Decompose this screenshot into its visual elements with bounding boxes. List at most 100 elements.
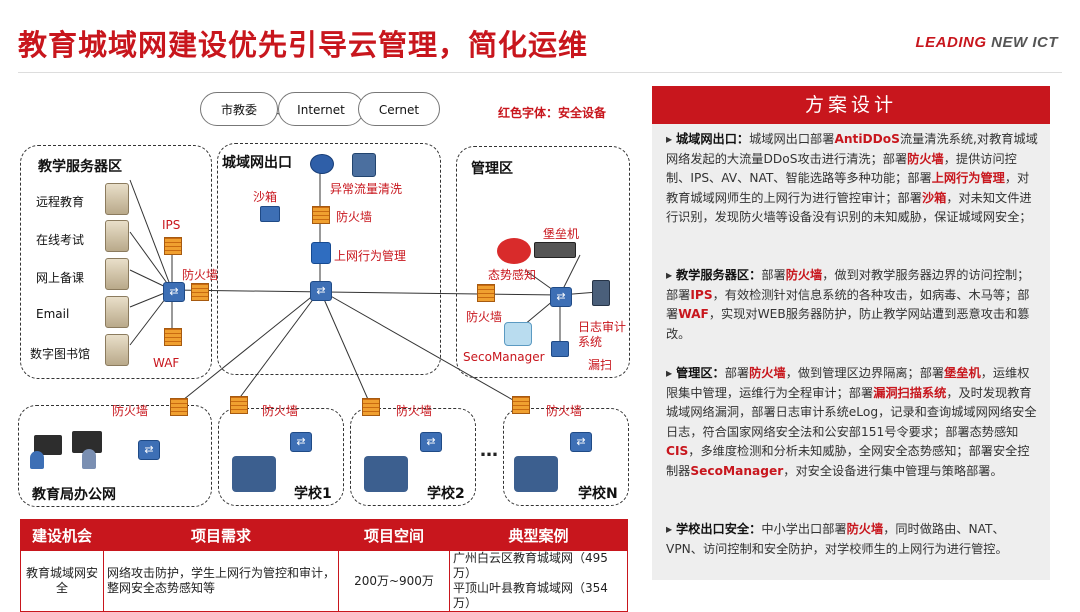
situation-awareness-label: 态势感知 bbox=[488, 268, 537, 282]
cloud-label: Internet bbox=[297, 103, 345, 117]
cloud-city-education: 市教委 bbox=[200, 92, 278, 126]
opportunity-table: 建设机会 项目需求 项目空间 典型案例 教育城域网安全 网络攻击防护，学生上网行… bbox=[20, 519, 628, 612]
zone-school-n bbox=[503, 408, 629, 506]
solution-panel bbox=[652, 86, 1050, 580]
zone-metro-exit bbox=[217, 143, 441, 375]
zone-office-network bbox=[18, 405, 212, 507]
seg: ，有效检测针对信息系统的各种攻击，如病毒、木马等；部署 bbox=[666, 287, 1030, 322]
seg: 防火墙 bbox=[749, 366, 786, 380]
office-users-icon bbox=[30, 425, 108, 471]
col-space: 项目空间 bbox=[338, 519, 450, 551]
case-line-1: 广州白云区教育城域网（495万） bbox=[453, 551, 608, 580]
schooln-firewall-label: 防火墙 bbox=[546, 404, 583, 418]
server-icon bbox=[105, 258, 129, 290]
log-audit-label-1: 日志审计 bbox=[578, 320, 627, 334]
behavior-mgmt-label: 上网行为管理 bbox=[334, 249, 407, 263]
bullet-icon: ▸ bbox=[666, 366, 676, 380]
cloud-cernet: Cernet bbox=[358, 92, 440, 126]
schooln-building-icon bbox=[514, 456, 558, 492]
header-divider bbox=[18, 72, 1062, 73]
vuln-scan-icon bbox=[551, 341, 569, 357]
bullet-icon: ▸ bbox=[666, 522, 676, 536]
seg: ，同时做路由、NAT、VPN、访问控制和安全防护，对学校师生的上网行为进行管控。 bbox=[666, 522, 1008, 556]
panel-item-school: ▸ 学校出口安全：中小学出口部署防火墙，同时做路由、NAT、VPN、访问控制和安… bbox=[666, 520, 1038, 559]
server-label: 网上备课 bbox=[36, 271, 85, 285]
zone-management bbox=[456, 146, 630, 378]
brand-part1: LEADING bbox=[915, 34, 987, 51]
case-line-2: 平顶山叶县教育城域网（354万） bbox=[453, 581, 608, 610]
server-label: 远程教育 bbox=[36, 195, 85, 209]
cell-need: 网络攻击防护，学生上网行为管控和审计，整网安全态势感知等 bbox=[103, 550, 339, 612]
zone-teaching-servers bbox=[20, 145, 212, 379]
seg: ，及时发现教育城域网络漏洞，部署日志审计系统eLog，记录和查询城域网网络安全日… bbox=[666, 385, 1037, 439]
page-title: 教育城域网建设优先引导云管理，简化运维 bbox=[18, 28, 589, 62]
brand-logo: LEADING NEW ICT bbox=[916, 34, 1059, 51]
seg: 堡垒机 bbox=[944, 366, 981, 380]
solution-panel-title: 方案设计 bbox=[652, 86, 1050, 124]
seg: 部署 bbox=[724, 366, 750, 380]
teaching-firewall-icon bbox=[191, 283, 209, 301]
cell-opportunity: 教育城域网安全 bbox=[20, 550, 104, 612]
seg: ，多维度检测和分析未知威胁，全网安全态势感知；部署安全控制器 bbox=[666, 444, 1030, 478]
zone-label-metro: 城域网出口 bbox=[222, 155, 292, 171]
school1-firewall-label: 防火墙 bbox=[262, 404, 299, 418]
panel-item-label: 城域网出口： bbox=[676, 132, 750, 146]
seg: ，做到对教学服务器边界的访问控制；部署 bbox=[666, 268, 1030, 302]
panel-item-management: ▸ 管理区：部署防火墙，做到管理区边界隔离；部署堡垒机，运维权限集中管理，运维行… bbox=[666, 364, 1038, 481]
zone-label-teaching: 教学服务器区 bbox=[38, 159, 122, 175]
cell-case: 广州白云区教育城域网（495万）平顶山叶县教育城域网（354万） bbox=[449, 550, 628, 612]
table-row: 教育城域网安全 网络攻击防护，学生上网行为管控和审计，整网安全态势感知等 200… bbox=[20, 550, 628, 612]
server-icon bbox=[105, 220, 129, 252]
col-opportunity: 建设机会 bbox=[20, 519, 104, 551]
server-icon bbox=[105, 296, 129, 328]
seg: AntiDDoS bbox=[834, 132, 900, 146]
metro-firewall-icon bbox=[312, 206, 330, 224]
mgmt-firewall-icon bbox=[477, 284, 495, 302]
cloud-label: 市教委 bbox=[220, 103, 257, 117]
log-audit-icon bbox=[592, 280, 610, 306]
waf-icon bbox=[164, 328, 182, 346]
zone-school-1 bbox=[218, 408, 344, 506]
cell-space: 200万~900万 bbox=[338, 550, 450, 612]
panel-item-label: 学校出口安全： bbox=[676, 522, 762, 536]
seg: ，做到管理区边界隔离；部署 bbox=[785, 366, 945, 380]
school2-switch-icon: ⇄ bbox=[420, 432, 442, 452]
seg: WAF bbox=[678, 307, 709, 321]
seg: 防火墙 bbox=[907, 151, 944, 166]
panel-item-metro: ▸ 城域网出口：城域网出口部署AntiDDoS流量清洗系统,对教育城域网络发起的… bbox=[666, 130, 1038, 228]
sandbox-label: 沙箱 bbox=[253, 190, 278, 204]
zone-label-office: 教育局办公网 bbox=[32, 487, 116, 503]
seg: IPS bbox=[690, 287, 713, 302]
antiddos-icon bbox=[352, 153, 376, 177]
seg: 沙箱 bbox=[921, 190, 947, 205]
seg: 城域网出口部署 bbox=[749, 132, 835, 146]
school1-firewall-icon bbox=[230, 396, 248, 414]
seg: ，运维权限集中管理，运维行为全程审计；部署 bbox=[666, 366, 1030, 400]
col-case: 典型案例 bbox=[449, 519, 628, 551]
panel-item-teaching: ▸ 教学服务器区：部署防火墙，做到对教学服务器边界的访问控制；部署IPS，有效检… bbox=[666, 266, 1038, 344]
seg: 上网行为管理 bbox=[931, 171, 1005, 185]
seg: ，对安全设备进行集中管理与策略部署。 bbox=[783, 463, 1003, 478]
seg: SecoManager bbox=[690, 463, 784, 478]
zone-label-schooln: 学校N bbox=[578, 486, 618, 502]
office-switch-icon: ⇄ bbox=[138, 440, 160, 460]
router-icon bbox=[310, 154, 334, 174]
teaching-firewall-label: 防火墙 bbox=[182, 268, 219, 282]
school2-firewall-label: 防火墙 bbox=[396, 404, 433, 418]
bastion-icon bbox=[534, 242, 576, 258]
waf-label: WAF bbox=[153, 356, 180, 370]
school2-building-icon bbox=[364, 456, 408, 492]
zone-school-2 bbox=[350, 408, 476, 506]
log-audit-label-2: 系统 bbox=[578, 335, 603, 349]
secomanager-label: SecoManager bbox=[463, 350, 545, 364]
seg: ，对教育城域网师生的上网行为进行管控审计；部署 bbox=[666, 171, 1030, 205]
ddos-label: 异常流量清洗 bbox=[330, 182, 403, 196]
situation-awareness-icon bbox=[497, 238, 531, 264]
bullet-icon: ▸ bbox=[666, 132, 676, 146]
panel-item-label: 教学服务器区： bbox=[676, 268, 762, 282]
brand-part2: NEW ICT bbox=[991, 34, 1058, 51]
secomanager-icon bbox=[504, 322, 532, 346]
office-firewall-label: 防火墙 bbox=[112, 404, 149, 418]
schooln-firewall-icon bbox=[512, 396, 530, 414]
panel-item-label: 管理区： bbox=[676, 366, 725, 380]
